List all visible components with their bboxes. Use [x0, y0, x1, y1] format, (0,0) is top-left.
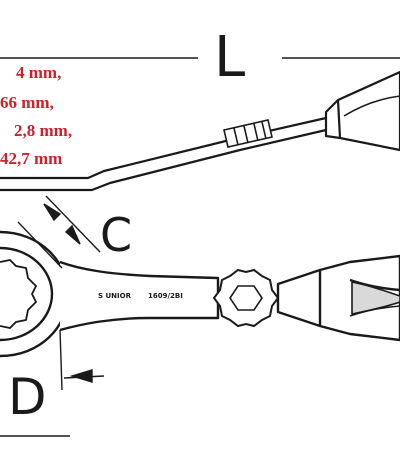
diameter-label: D	[8, 368, 47, 426]
brand-marking: S UNIOR	[98, 292, 131, 300]
spec-value-2: 66 mm,	[0, 93, 54, 112]
shaft-gear-socket	[212, 268, 280, 328]
tool-code-marking: 1609/2BI	[148, 292, 183, 300]
ring-end	[0, 230, 70, 358]
spec-value-3: 2,8 mm,	[14, 121, 73, 140]
diameter-dimension	[0, 329, 105, 437]
thickness-dimension	[17, 195, 101, 269]
side-view-handle	[324, 70, 400, 152]
length-label: L	[214, 25, 246, 90]
thickness-label: C	[100, 208, 133, 262]
wrench-handle	[276, 254, 400, 342]
spec-value-4: 42,7 mm	[0, 149, 63, 168]
spec-value-1: 4 mm,	[16, 63, 62, 82]
side-view-collar	[223, 119, 273, 148]
wrench-shaft	[59, 260, 220, 332]
